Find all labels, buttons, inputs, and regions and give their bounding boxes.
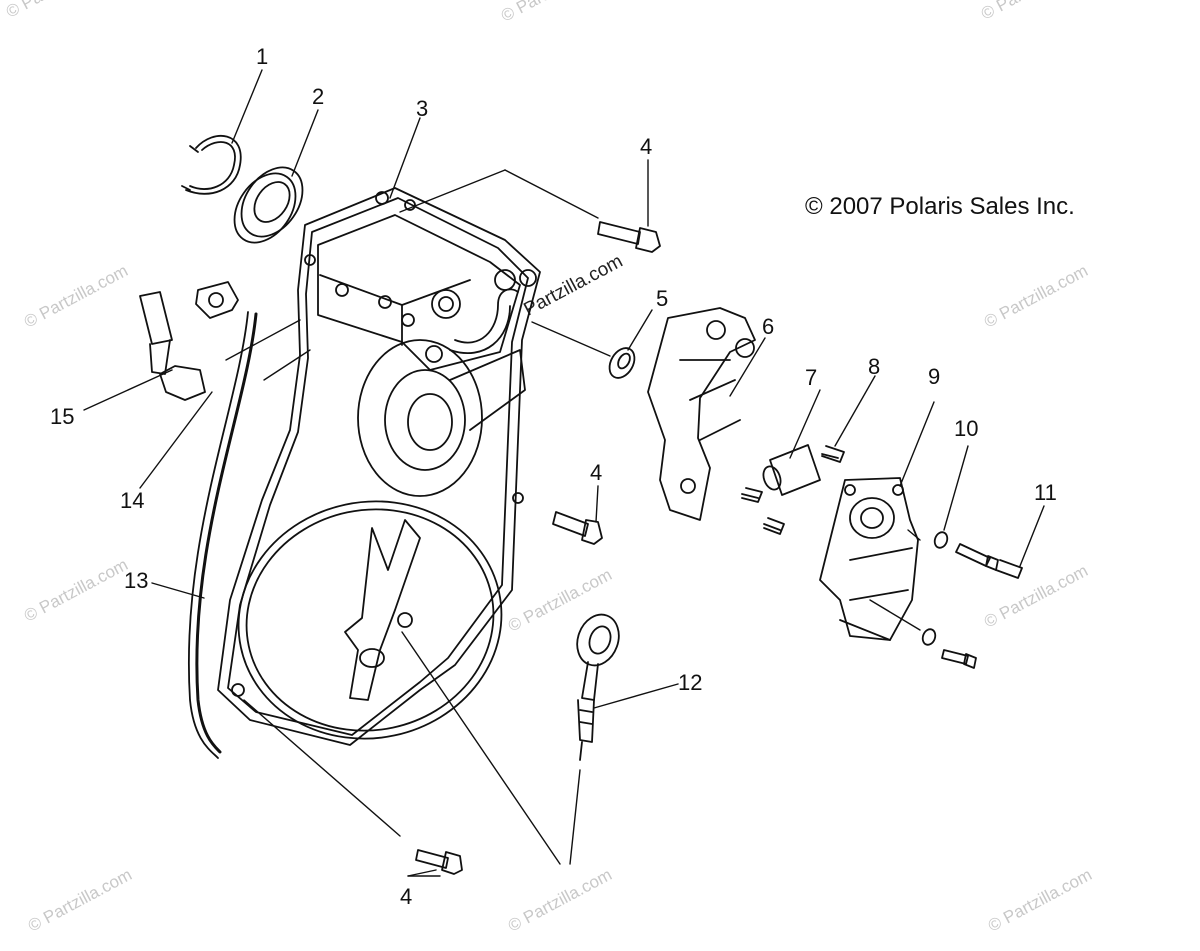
part-1-snap-ring [181, 134, 242, 195]
part-15-connector [139, 291, 206, 401]
watermark-bottom-center: © Partzilla.com [505, 865, 615, 936]
callout-15: 15 [50, 404, 74, 429]
callout-10: 10 [954, 416, 978, 441]
part-13-gasket [187, 311, 258, 759]
callout-7: 7 [805, 365, 817, 390]
part-7-sleeve [762, 444, 821, 496]
callout-9: 9 [928, 364, 940, 389]
callout-8: 8 [868, 354, 880, 379]
watermark-top-center: © Partzilla.com [498, 0, 608, 26]
callout-1: 1 [256, 44, 268, 69]
copyright-notice: © 2007 Polaris Sales Inc. [805, 193, 1075, 220]
part-10-washers [921, 531, 949, 646]
watermark-lower-left: © Partzilla.com [21, 555, 131, 626]
part-4-bolt-lower [415, 849, 463, 875]
part-4-bolt-middle [552, 511, 603, 545]
watermark-top-right: © Partzilla.com [978, 0, 1088, 24]
callout-4-middle: 4 [590, 460, 602, 485]
leader-lines [83, 69, 1045, 877]
part-3-case-cover [217, 187, 541, 746]
callout-6: 6 [762, 314, 774, 339]
watermarks: © Partzilla.com © Partzilla.com © Partzi… [3, 0, 1095, 936]
callout-3: 3 [416, 96, 428, 121]
watermark-mid-left: © Partzilla.com [21, 261, 131, 332]
part-14-sensor [195, 281, 239, 319]
callout-13: 13 [124, 568, 148, 593]
callout-11: 11 [1034, 480, 1057, 505]
callout-5: 5 [656, 286, 668, 311]
callouts: 1 2 3 4 5 6 7 8 9 10 11 4 12 13 14 15 4 [50, 44, 1057, 909]
part-11-bolts [941, 543, 1023, 669]
callout-12: 12 [678, 670, 702, 695]
callout-4-lower: 4 [400, 884, 412, 909]
callout-4-upper: 4 [640, 134, 652, 159]
part-4-bolt-upper [597, 221, 661, 253]
watermark-bottom-right: © Partzilla.com [985, 865, 1095, 936]
part-2-seal [233, 166, 304, 244]
watermark-bottom-left: © Partzilla.com [25, 865, 135, 936]
part-8-screws [741, 445, 845, 535]
part-5-washer [608, 347, 636, 379]
part-6-bracket [647, 307, 756, 521]
part-9-actuator-motor [819, 477, 919, 641]
watermark-mid-right: © Partzilla.com [981, 261, 1091, 332]
watermark-lower-right: © Partzilla.com [981, 561, 1091, 632]
part-12-dipstick [576, 613, 620, 761]
watermark-lower-center: © Partzilla.com [505, 565, 615, 636]
watermark-top-left: © Partzilla.com [3, 0, 113, 22]
callout-14: 14 [120, 488, 144, 513]
callout-2: 2 [312, 84, 324, 109]
